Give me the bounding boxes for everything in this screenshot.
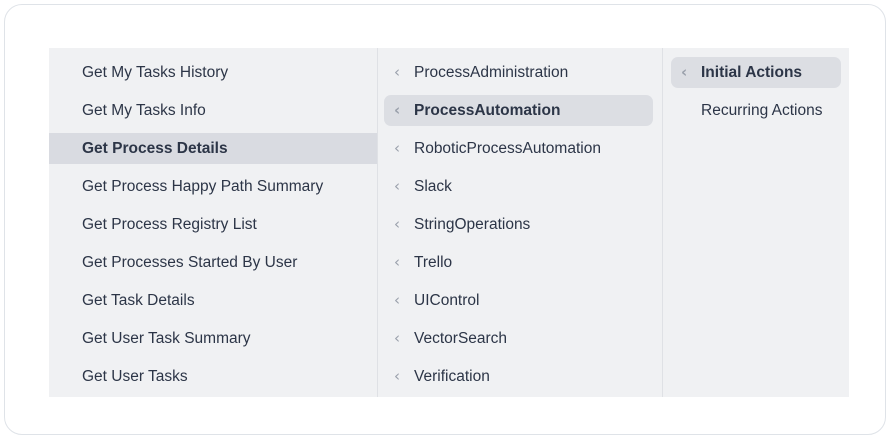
operation-item[interactable]: Get Process Registry List [49, 209, 377, 240]
chevron-left-icon: ‹ [394, 291, 400, 309]
chevron-left-icon: ‹ [394, 253, 400, 271]
namespace-item[interactable]: ‹ Verification [384, 361, 653, 392]
operation-label: Get Task Details [82, 291, 195, 309]
namespace-item[interactable]: ‹ ProcessAdministration [384, 57, 653, 88]
action-item[interactable]: ‹ Initial Actions [671, 57, 841, 88]
operation-item[interactable]: Get User Task Summary [49, 323, 377, 354]
operation-label: Get User Tasks [82, 367, 188, 385]
operation-item[interactable]: Get My Tasks History [49, 57, 377, 88]
namespace-item[interactable]: ‹ ProcessAutomation [384, 95, 653, 126]
namespace-label: Trello [414, 253, 453, 271]
chevron-left-icon: ‹ [394, 177, 400, 195]
operation-item[interactable]: Get Processes Started By User [49, 247, 377, 278]
operation-item[interactable]: Get Task Details [49, 285, 377, 316]
operation-label: Get Process Registry List [82, 215, 257, 233]
namespaces-column: ‹ ProcessAdministration ‹ ProcessAutomation… [377, 48, 662, 397]
namespace-label: RoboticProcessAutomation [414, 139, 601, 157]
operation-label: Get My Tasks History [82, 63, 229, 81]
actions-column: ‹ Initial Actions ‹ Recurring Actions [662, 48, 849, 397]
namespace-item[interactable]: ‹ RoboticProcessAutomation [384, 133, 653, 164]
operation-item[interactable]: Get Process Happy Path Summary [49, 171, 377, 202]
operation-label: Get Process Happy Path Summary [82, 177, 324, 195]
operation-label: Get User Task Summary [82, 329, 251, 347]
operation-label: Get Processes Started By User [82, 253, 298, 271]
namespace-label: Verification [414, 367, 490, 385]
operation-label: Get Process Details [82, 139, 228, 157]
action-item[interactable]: ‹ Recurring Actions [671, 95, 841, 126]
chevron-left-icon: ‹ [681, 63, 688, 81]
namespace-label: UIControl [414, 291, 480, 309]
operation-label: Get My Tasks Info [82, 101, 206, 119]
namespace-item[interactable]: ‹ StringOperations [384, 209, 653, 240]
action-label: Initial Actions [701, 63, 803, 81]
operation-item[interactable]: Get Process Details [49, 133, 377, 164]
namespace-item[interactable]: ‹ UIControl [384, 285, 653, 316]
namespace-label: ProcessAutomation [414, 101, 561, 119]
chevron-left-icon: ‹ [681, 103, 696, 118]
namespace-label: VectorSearch [414, 329, 508, 347]
chevron-left-icon: ‹ [394, 215, 400, 233]
operation-item[interactable]: Get User Tasks [49, 361, 377, 392]
chevron-left-icon: ‹ [394, 329, 400, 347]
chevron-left-icon: ‹ [394, 367, 400, 385]
action-label: Recurring Actions [701, 101, 823, 119]
namespace-item[interactable]: ‹ Slack [384, 171, 653, 202]
namespace-item[interactable]: ‹ Trello [384, 247, 653, 278]
chevron-left-icon: ‹ [394, 63, 400, 81]
namespace-label: ProcessAdministration [414, 63, 569, 81]
chevron-left-icon: ‹ [394, 101, 401, 119]
namespace-label: StringOperations [414, 215, 531, 233]
operation-item[interactable]: Get My Tasks Info [49, 95, 377, 126]
chevron-left-icon: ‹ [394, 139, 400, 157]
namespace-item[interactable]: ‹ VectorSearch [384, 323, 653, 354]
namespace-label: Slack [414, 177, 452, 195]
